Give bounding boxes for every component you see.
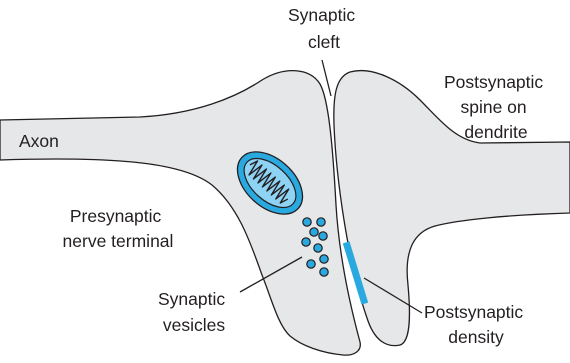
vesicle [314,244,322,252]
vesicle [319,232,327,240]
vesicle [302,238,310,246]
presynaptic-terminal-label: Presynaptic nerve terminal [63,206,174,251]
vesicle [320,268,328,276]
axon-label: Axon [19,131,59,151]
presynaptic-terminal-shape [0,71,360,355]
vesicle [303,218,311,226]
synaptic-vesicles-label: Synaptic vesicles [158,289,230,335]
vesicle [310,228,318,236]
postsynaptic-spine-label: Postsynaptic spine on dendrite [444,72,548,142]
postsynaptic-density-label: Postsynaptic density [424,302,528,347]
synaptic-cleft-label: Synaptic cleft [288,5,360,52]
vesicle [320,255,328,263]
vesicle [317,218,325,226]
vesicle [307,260,315,268]
